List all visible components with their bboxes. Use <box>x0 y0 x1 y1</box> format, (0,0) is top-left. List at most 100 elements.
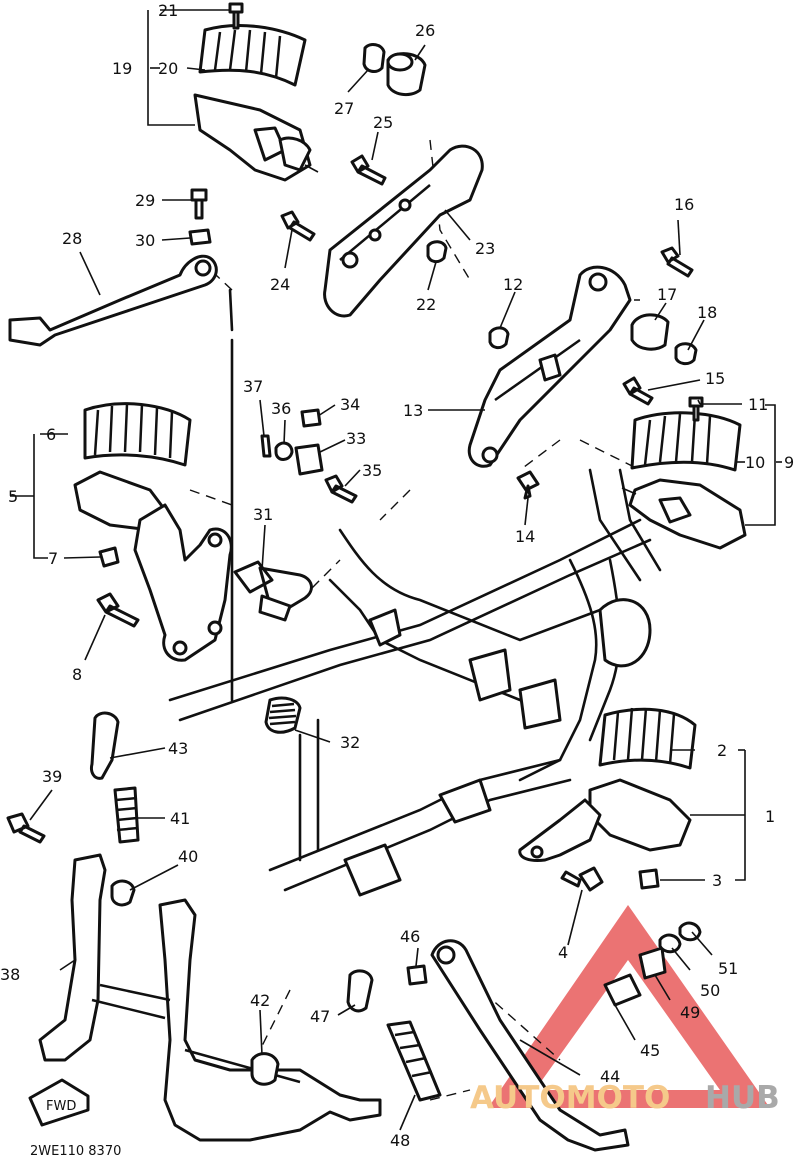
callout-36: 36 <box>271 399 291 418</box>
callout-11: 11 <box>748 395 768 414</box>
bolt-4-icon <box>560 866 604 892</box>
front-footrest-assembly-right <box>518 707 697 892</box>
callout-10: 10 <box>745 453 765 472</box>
callout-28: 28 <box>62 229 82 248</box>
fwd-label: FWD <box>46 1099 76 1114</box>
callout-3: 3 <box>712 871 722 890</box>
callout-19: 19 <box>112 59 132 78</box>
bracket-45-icon <box>603 973 642 1007</box>
callout-25: 25 <box>373 113 393 132</box>
callout-45: 45 <box>640 1041 660 1060</box>
callout-50: 50 <box>700 981 720 1000</box>
callout-32: 32 <box>340 733 360 752</box>
bolt-15-icon <box>622 376 654 406</box>
watermark-automoto: AUTOMOTO <box>470 1080 670 1116</box>
callout-46: 46 <box>400 927 420 946</box>
nut-30-icon <box>188 228 212 246</box>
diagram-code: 2WE110 8370 <box>30 1144 121 1159</box>
callout-34: 34 <box>340 395 360 414</box>
nut-50-icon <box>658 933 682 954</box>
rear-footrest-assembly-left <box>193 2 319 182</box>
callout-41: 41 <box>170 809 190 828</box>
callout-47: 47 <box>310 1007 330 1026</box>
footrest-rubber-6 <box>83 402 192 467</box>
shaft-link-assembly <box>233 408 358 622</box>
collar-12-icon <box>488 326 510 350</box>
callout-43: 43 <box>168 739 188 758</box>
callout-6: 6 <box>46 425 56 444</box>
spring-41-icon <box>113 786 140 844</box>
bolt-14-icon <box>516 470 540 500</box>
bolt-24-icon <box>280 210 316 242</box>
callout-4: 4 <box>558 943 568 962</box>
callout-33: 33 <box>346 429 366 448</box>
callout-40: 40 <box>178 847 198 866</box>
bolt-29-icon <box>190 188 208 220</box>
callout-44: 44 <box>600 1067 620 1086</box>
nut-3-icon <box>638 868 660 890</box>
callout-20: 20 <box>158 59 178 78</box>
callout-23: 23 <box>475 239 495 258</box>
callout-26: 26 <box>415 21 435 40</box>
callout-31: 31 <box>253 505 273 524</box>
leader-lines <box>10 9 782 1131</box>
callout-14: 14 <box>515 527 535 546</box>
watermark-triangle-icon <box>488 905 770 1108</box>
footrest-bracket-13 <box>467 246 698 500</box>
nut-34-icon <box>300 408 322 428</box>
front-footrest-assembly-left <box>73 402 233 662</box>
bracket-left <box>133 503 233 662</box>
footrest-rubber-10 <box>630 411 742 472</box>
callout-15: 15 <box>705 369 725 388</box>
bolt-16-icon <box>660 246 694 278</box>
callout-48: 48 <box>390 1131 410 1150</box>
collar-40-icon <box>110 879 136 907</box>
rear-footrest-assembly-right <box>621 396 747 550</box>
callout-49: 49 <box>680 1003 700 1022</box>
callout-30: 30 <box>135 231 155 250</box>
collar-27-icon <box>362 43 386 73</box>
pin-37-icon <box>260 434 272 458</box>
collar-18-icon <box>674 342 698 366</box>
bracket-33-icon <box>294 443 324 476</box>
callout-2: 2 <box>717 741 727 760</box>
nut-7-icon <box>98 546 120 568</box>
nut-46-icon <box>406 964 428 986</box>
bracket-47-icon <box>346 969 374 1013</box>
callout-5: 5 <box>8 487 18 506</box>
callout-1: 1 <box>765 807 775 826</box>
bush-17-icon <box>630 313 670 351</box>
bolt-25-icon <box>350 154 387 186</box>
bushes-26-27 <box>362 43 427 97</box>
callout-18: 18 <box>697 303 717 322</box>
bolt-39-icon <box>6 812 46 844</box>
bracket-1 <box>518 798 602 862</box>
callout-13: 13 <box>403 401 423 420</box>
callout-21: 21 <box>158 1 178 20</box>
callout-35: 35 <box>362 461 382 480</box>
callout-16: 16 <box>674 195 694 214</box>
bolt-35-icon <box>324 474 358 504</box>
callout-42: 42 <box>250 991 270 1010</box>
center-stand-38 <box>38 853 382 1142</box>
fwd-arrow-icon: FWD <box>28 1078 90 1127</box>
callout-37: 37 <box>243 377 263 396</box>
callout-51: 51 <box>718 959 738 978</box>
callout-8: 8 <box>72 665 82 684</box>
callout-9: 9 <box>784 453 794 472</box>
collar-22-icon <box>426 240 448 264</box>
callout-12: 12 <box>503 275 523 294</box>
callout-29: 29 <box>135 191 155 210</box>
footrest-1 <box>588 778 692 852</box>
watermark <box>488 905 770 1108</box>
side-stand-44 <box>430 939 630 1152</box>
footrest-19 <box>193 93 312 182</box>
callout-24: 24 <box>270 275 290 294</box>
frame-outline <box>168 139 662 1101</box>
washer-36-icon <box>274 441 294 461</box>
callout-38: 38 <box>0 965 20 984</box>
watermark-hub: HUB <box>705 1080 780 1116</box>
center-stand-hardware <box>6 711 280 1086</box>
